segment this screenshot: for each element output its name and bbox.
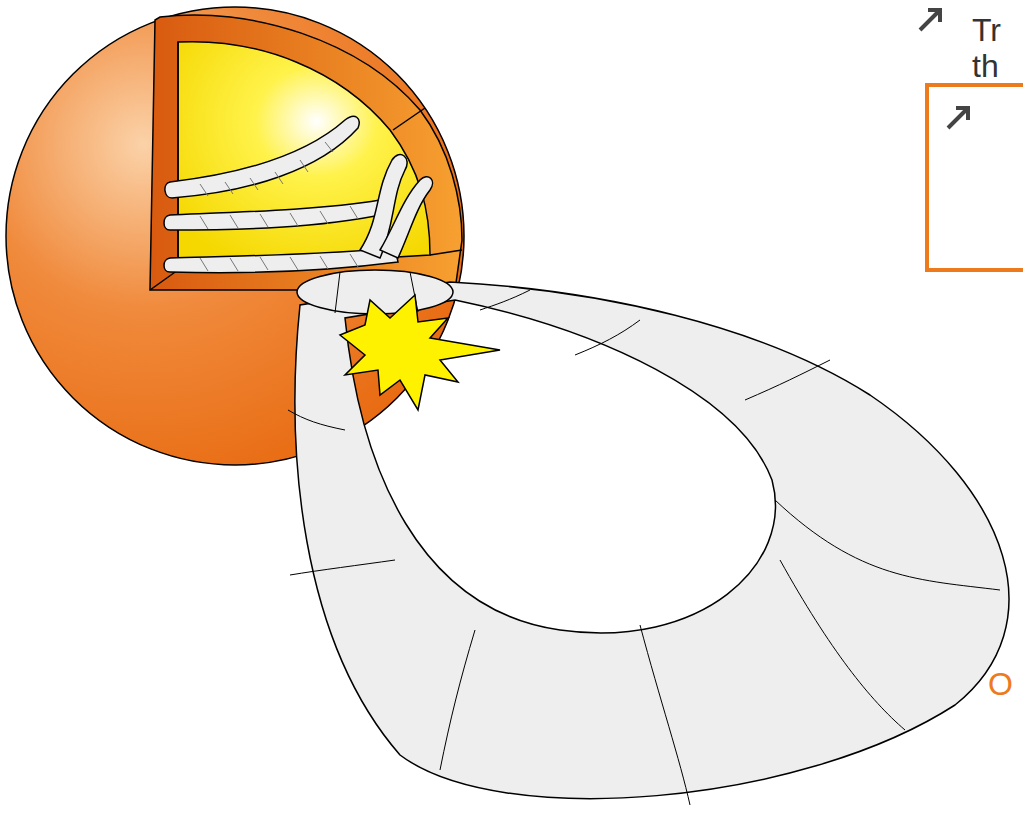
cropped-text: Tr (972, 14, 1001, 46)
cropped-text: th (972, 50, 999, 82)
cropped-text: O (988, 668, 1013, 700)
arrow-bullet (920, 10, 940, 30)
cutaway-shell (150, 15, 462, 290)
sun-sphere (6, 7, 464, 465)
flux-loop (295, 282, 1009, 799)
arrow-bullet (948, 108, 968, 128)
highlight-box (927, 85, 1023, 270)
flare-burst (340, 295, 500, 410)
flux-tubes (164, 116, 433, 272)
